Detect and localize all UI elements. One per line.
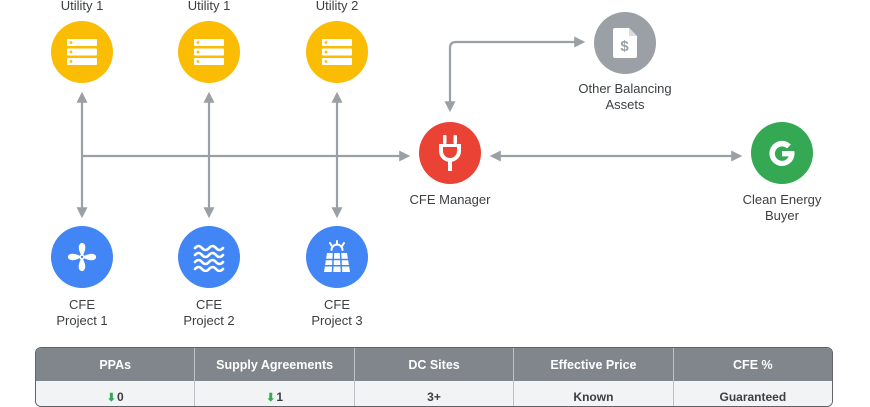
table-cell-value: Guaranteed xyxy=(719,390,787,404)
clean-energy-buyer-label: Clean Energy Buyer xyxy=(742,192,822,223)
solar-panel-icon xyxy=(324,240,350,273)
table-header-cell: Effective Price xyxy=(514,348,674,381)
project-1-node xyxy=(51,226,113,288)
waves-icon xyxy=(193,244,225,272)
cfe-manager-node xyxy=(419,122,481,184)
balancing-assets-label: Other Balancing Assets xyxy=(578,81,672,112)
table-cell: ⬇ 0 xyxy=(36,381,196,406)
table-header-cell: PPAs xyxy=(36,348,196,381)
clean-energy-buyer-node xyxy=(751,122,813,184)
table-cell: Known xyxy=(514,381,674,406)
project-2-node xyxy=(178,226,240,288)
table-cell-value: 0 xyxy=(116,390,124,404)
table-cell-value: 3+ xyxy=(427,390,441,404)
google-g-icon xyxy=(769,140,795,167)
dollar-document-icon: $ xyxy=(613,28,637,58)
project-3-label: CFE Project 3 xyxy=(311,297,363,328)
project-2-label: CFE Project 2 xyxy=(183,297,235,328)
server-icon xyxy=(194,39,224,65)
project-1-label: CFE Project 1 xyxy=(56,297,108,328)
project-3-node xyxy=(306,226,368,288)
table-header-cell: DC Sites xyxy=(355,348,515,381)
utility-3-node xyxy=(306,21,368,83)
table-cell: 3+ xyxy=(355,381,515,406)
table-row: ⬇ 0 ⬇ 1 3+ Known Guaranteed xyxy=(36,381,832,406)
down-arrow-icon: ⬇ xyxy=(266,391,276,404)
table-cell: ⬇ 1 xyxy=(195,381,355,406)
down-arrow-icon: ⬇ xyxy=(106,391,116,404)
comparison-table: PPAs Supply Agreements DC Sites Effectiv… xyxy=(35,347,833,407)
utility-2-label: Utility 1 xyxy=(187,0,231,13)
balancing-assets-node: $ xyxy=(594,12,656,74)
server-icon xyxy=(322,39,352,65)
table-header-cell: CFE % xyxy=(733,357,773,372)
svg-text:$: $ xyxy=(620,38,629,55)
fan-icon xyxy=(67,242,97,272)
table-header-cell: Supply Agreements xyxy=(195,348,355,381)
table-header-row: PPAs Supply Agreements DC Sites Effectiv… xyxy=(36,348,832,381)
utility-1-label: Utility 1 xyxy=(60,0,104,13)
server-icon xyxy=(67,39,97,65)
table-cell-value: Known xyxy=(573,390,614,404)
cfe-manager-label: CFE Manager xyxy=(409,192,491,207)
utility-2-node xyxy=(178,21,240,83)
plug-icon xyxy=(439,135,461,171)
table-cell-value: 1 xyxy=(276,390,284,404)
table-cell: Guaranteed xyxy=(674,381,832,406)
utility-1-node xyxy=(51,21,113,83)
utility-3-label: Utility 2 xyxy=(315,0,359,13)
